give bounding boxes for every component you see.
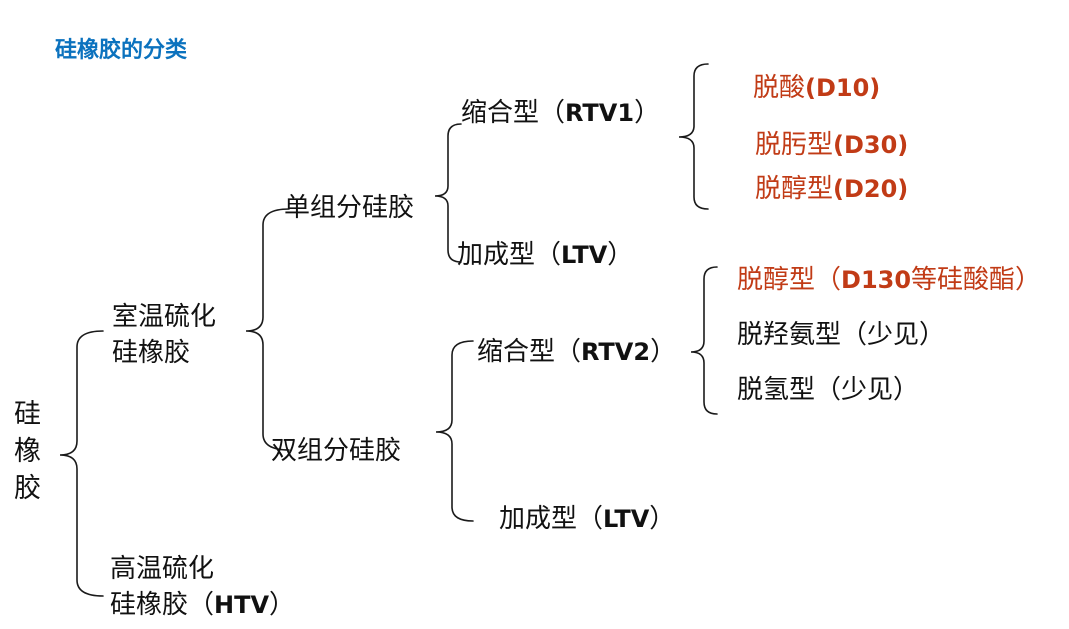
page-title: 硅橡胶的分类	[55, 38, 188, 63]
rtv2-code: RTV2	[581, 338, 651, 366]
leaf-deacid-d10: 脱酸(D10)	[753, 73, 881, 103]
d10-code: (D10)	[805, 74, 881, 102]
node-rtv-rubber: 室温硫化 硅橡胶	[112, 299, 216, 371]
node-root-silicone-rubber: 硅橡胶	[14, 399, 41, 504]
leaf-dehydroxylamine: 脱羟氨型（少见）	[737, 320, 946, 350]
brace-two-component-children	[435, 340, 474, 522]
node-one-component: 单组分硅胶	[284, 193, 415, 223]
ltv1-code: LTV	[561, 241, 608, 269]
leaf-dealcohol-d130: 脱醇型（D130等硅酸酯）	[737, 265, 1042, 295]
brace-one-component-children	[434, 123, 462, 263]
d30-code: (D30)	[833, 131, 909, 159]
node-addition-ltv-1: 加成型（LTV）	[457, 240, 634, 270]
node-htv-rubber: 高温硫化 硅橡胶（HTV）	[110, 551, 295, 623]
node-condensation-rtv1: 缩合型（RTV1）	[461, 98, 661, 128]
node-rtv-line1: 室温硫化	[112, 302, 217, 332]
node-htv-line2: 硅橡胶（HTV）	[110, 590, 296, 620]
d20-code: (D20)	[833, 175, 909, 203]
brace-root	[59, 330, 104, 597]
d130-code: D130	[841, 266, 912, 294]
node-addition-ltv-2: 加成型（LTV）	[499, 504, 676, 534]
node-rtv-line2: 硅橡胶	[112, 338, 191, 368]
leaf-dehydrogen: 脱氢型（少见）	[737, 375, 920, 405]
brace-rtv1-children	[678, 63, 709, 210]
node-two-component: 双组分硅胶	[271, 436, 402, 466]
node-condensation-rtv2: 缩合型（RTV2）	[477, 337, 677, 367]
rtv1-code: RTV1	[565, 99, 635, 127]
ltv2-code: LTV	[603, 505, 650, 533]
htv-code: HTV	[214, 591, 270, 619]
brace-rtv-children	[245, 208, 290, 451]
leaf-deoxime-d30: 脱肟型(D30)	[755, 130, 909, 160]
node-htv-line1: 高温硫化	[110, 554, 215, 584]
brace-rtv2-children	[690, 266, 718, 415]
leaf-dealcohol-d20: 脱醇型(D20)	[755, 174, 909, 204]
